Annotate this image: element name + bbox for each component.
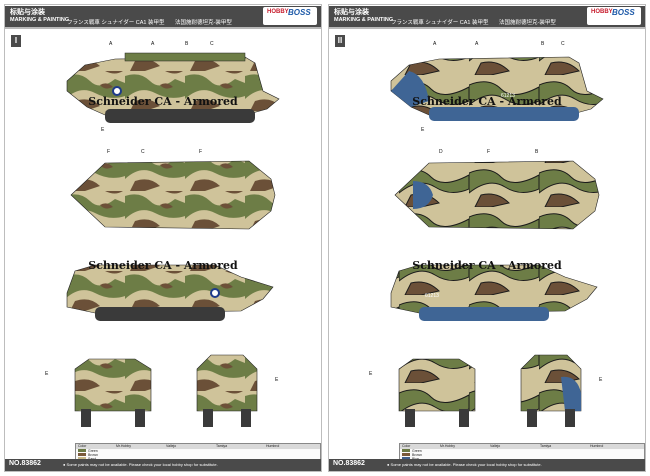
color-row: Brown (76, 453, 320, 457)
header-cn-title: 标贴与涂装 (334, 9, 369, 16)
tank-number-marking: 61213 (425, 293, 439, 299)
header-cn-subtitle: 法国施耐德坦克-装甲型 (499, 20, 556, 26)
tank-rear-view (520, 354, 582, 427)
color-header: Vallejo (490, 444, 501, 448)
color-header: Vallejo (166, 444, 177, 448)
callout-label: F (199, 149, 202, 155)
color-header: Tamiya (540, 444, 552, 448)
callout-letters-sheet-2: A A B C E D F B E E (369, 41, 603, 383)
color-header: Mr.Hobby (116, 444, 131, 448)
page-title: Schneider CA - Armored (88, 95, 238, 108)
color-header: Color (402, 444, 411, 448)
callout-label: E (421, 127, 425, 133)
instruction-sheet-2: 标贴与涂装 MARKING & PAINTING フランス戦車 シュナイダー C… (328, 4, 646, 472)
callout-label: A (109, 41, 113, 47)
instruction-sheet-1: 标贴与涂装 MARKING & PAINTING フランス戦車 シュナイダー C… (4, 4, 322, 472)
header-cn-subtitle: 法国施耐德坦克-装甲型 (175, 20, 232, 26)
page-title-lower: Schneider CA - Armored (412, 259, 562, 272)
tank-side-view-left: 61213 (390, 56, 604, 121)
tank-top-view (394, 160, 600, 230)
header-en-title: MARKING & PAINTING (334, 17, 394, 23)
callout-label: A (433, 41, 437, 47)
page-title: Schneider CA - Armored (412, 95, 562, 108)
page-title-lower: Schneider CA - Armored (88, 259, 238, 272)
footer-note: ● Some paints may not be available. Plea… (387, 462, 542, 467)
footer-note: ● Some paints may not be available. Plea… (63, 462, 218, 467)
header-jp-title: フランス戦車 シュナイダー CA1 装甲型 (67, 20, 165, 26)
callout-label: D (439, 149, 443, 155)
page-number-badge: II (335, 35, 345, 47)
kit-number: NO.83862 (333, 460, 365, 467)
header-cn-title: 标贴与涂装 (10, 9, 45, 16)
color-header: Tamiya (216, 444, 228, 448)
callout-label: E (101, 127, 105, 133)
callout-label: E (275, 377, 279, 383)
callout-label: A (475, 41, 479, 47)
tank-front-view (398, 358, 476, 427)
tank-views-sheet-1: A A B C E F C F E E (45, 41, 280, 427)
color-row: Green (76, 449, 320, 453)
sheet-footer: NO.83862 ● Some paints may not be availa… (5, 459, 321, 471)
callout-label: E (45, 371, 49, 377)
color-header: Humbrol (266, 444, 280, 448)
tank-side-view-right (66, 264, 274, 321)
callout-label: C (561, 41, 565, 47)
tank-side-view-left (66, 52, 280, 123)
tank-rear-view (196, 354, 258, 427)
sheet-header: 标贴与涂装 MARKING & PAINTING フランス戦車 シュナイダー C… (5, 5, 321, 29)
header-en-title: MARKING & PAINTING (10, 17, 70, 23)
sheet-header: 标贴与涂装 MARKING & PAINTING フランス戦車 シュナイダー C… (329, 5, 645, 29)
color-row: Green (400, 449, 644, 453)
kit-number: NO.83862 (9, 460, 41, 467)
tank-number-marking: 61213 (501, 93, 515, 99)
callout-label: E (599, 377, 603, 383)
callout-label: F (487, 149, 490, 155)
callout-label: C (210, 41, 214, 47)
callout-label: C (141, 149, 145, 155)
callout-label: B (535, 149, 539, 155)
callout-label: F (107, 149, 110, 155)
hobbyboss-logo: HOBBY BOSS (263, 7, 317, 25)
sheet-footer: NO.83862 ● Some paints may not be availa… (329, 459, 645, 471)
callout-label: A (151, 41, 155, 47)
color-header: Humbrol (590, 444, 604, 448)
hobbyboss-logo: HOBBY BOSS (587, 7, 641, 25)
callout-label: B (541, 41, 545, 47)
tank-front-view (74, 358, 152, 427)
callout-label: B (185, 41, 189, 47)
color-header: Mr.Hobby (440, 444, 455, 448)
tank-top-view (70, 160, 276, 230)
color-row: Brown (400, 453, 644, 457)
callout-letters-sheet-1: A A B C E F C F E E (45, 41, 279, 383)
color-table: Color Mr.Hobby Vallejo Tamiya Humbrol Gr… (399, 443, 645, 463)
callout-label: E (369, 371, 373, 377)
color-header: Color (78, 444, 87, 448)
tank-views-sheet-2: 61213 61213 A A B C E D F B (369, 41, 604, 427)
tank-side-view-right: 61213 (390, 264, 598, 321)
page-number-badge: I (11, 35, 21, 47)
header-jp-title: フランス戦車 シュナイダー CA1 装甲型 (391, 20, 489, 26)
